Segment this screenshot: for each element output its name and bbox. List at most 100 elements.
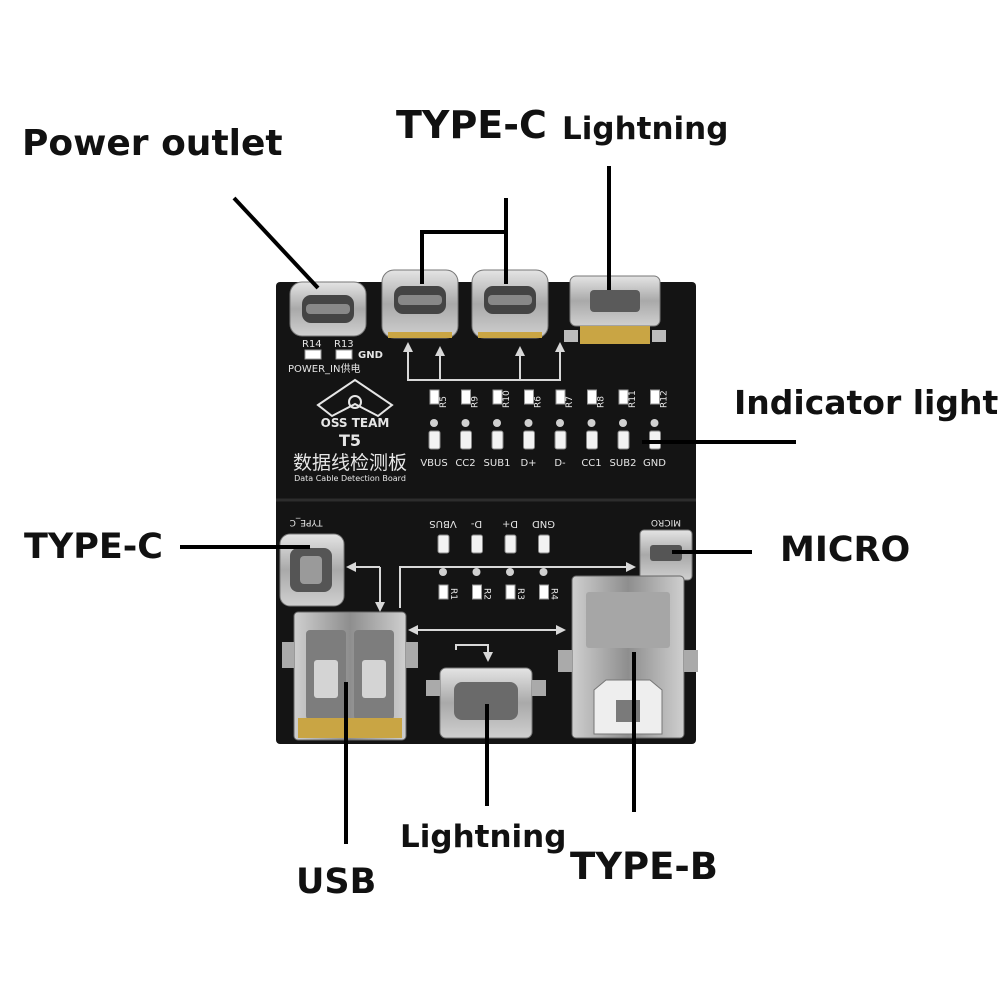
top-trace-lines	[407, 345, 561, 381]
power-in-label: POWER_IN供电	[288, 362, 361, 375]
bottom-resistor	[539, 584, 549, 600]
type-c-port-left	[279, 533, 345, 607]
power-outlet-label: Power outlet	[22, 123, 283, 164]
type-c-left-label: TYPE-C	[24, 527, 163, 567]
top-test-point	[430, 419, 438, 427]
bottom-test-point	[506, 568, 514, 576]
top-resistor	[650, 389, 660, 405]
top-test-point	[587, 419, 596, 427]
gnd-label: GND	[358, 350, 383, 361]
top-pin-label: VBUS	[420, 458, 447, 469]
top-test-point	[619, 419, 627, 427]
type-b-label: TYPE-B	[570, 845, 718, 888]
top-pin-label: SUB1	[484, 458, 511, 469]
top-indicator-led	[460, 430, 472, 450]
r14-resistor	[304, 349, 322, 360]
top-resistor	[555, 389, 566, 405]
top-test-point	[493, 419, 501, 427]
top-resistor-label: R12	[660, 390, 670, 408]
bottom-test-point	[439, 568, 447, 576]
top-resistor	[429, 389, 440, 405]
usb-a-port	[282, 611, 418, 741]
bottom-trace-arrowheads	[346, 562, 636, 662]
bottom-resistor	[505, 584, 516, 600]
top-test-point	[524, 419, 533, 427]
bottom-resistor-label: R4	[549, 588, 559, 600]
r14-label: R14	[302, 339, 322, 350]
lightning-port-top	[564, 275, 666, 344]
type-c-port-top-2	[471, 269, 549, 339]
top-resistor	[492, 389, 503, 405]
top-pin-label: GND	[643, 458, 666, 469]
model-label: T5	[339, 431, 361, 450]
bottom-resistor-row: R1 R2 R3 R4	[438, 584, 559, 600]
brand-label: OSS TEAM	[321, 416, 390, 430]
bottom-pin-label: D+	[502, 518, 518, 529]
bottom-resistor	[438, 584, 449, 600]
bottom-resistor	[472, 584, 482, 600]
usb-type-b-port	[558, 575, 698, 739]
top-test-point	[461, 419, 470, 427]
bottom-pin-label: GND	[532, 518, 555, 529]
top-indicator-led	[586, 430, 598, 450]
indicator-light-label: Indicator light	[734, 383, 999, 422]
type-c-top-label: TYPE-C	[396, 103, 547, 147]
top-indicator-led	[491, 430, 504, 450]
bottom-test-point	[539, 568, 548, 576]
bottom-pin-label: D-	[470, 518, 482, 529]
bottom-indicator-led	[471, 534, 483, 554]
bottom-resistor-label: R1	[448, 588, 458, 600]
top-resistor	[461, 389, 471, 405]
bottom-resistor-label: R2	[482, 588, 492, 600]
lightning-port-bottom	[426, 667, 546, 739]
bottom-resistor-label: R3	[515, 588, 525, 600]
top-trace-arrowheads	[403, 342, 565, 356]
bottom-indicator-led	[538, 534, 550, 554]
bottom-indicator-row: VBUS D- D+ GND	[429, 518, 555, 576]
bottom-pin-label: VBUS	[429, 518, 456, 529]
top-resistor-row: R5 R9 R10 R6 R7 R8 R11 R12	[429, 389, 670, 408]
r13-label: R13	[334, 339, 354, 350]
top-test-point	[650, 419, 659, 427]
top-resistor-label: R6	[534, 396, 544, 408]
power-outlet-leader	[232, 196, 320, 290]
bottom-test-point	[472, 568, 481, 576]
oss-team-logo	[316, 378, 394, 418]
top-indicator-led	[617, 430, 630, 450]
type-c-port-top-1	[381, 269, 459, 339]
micro-label: MICRO	[780, 530, 911, 570]
top-resistor-label: R8	[597, 396, 607, 408]
top-indicator-led	[554, 430, 567, 450]
top-resistor-label: R10	[502, 390, 512, 408]
top-indicator-led	[523, 430, 535, 450]
top-indicator-led	[428, 430, 441, 450]
top-resistor	[524, 389, 534, 405]
top-resistor-label: R9	[471, 396, 481, 408]
board-subtitle: Data Cable Detection Board	[294, 474, 406, 483]
top-pin-label: D+	[520, 458, 536, 469]
r13-resistor	[335, 349, 353, 360]
bottom-indicator-led	[504, 534, 517, 554]
type-c-top-leader	[420, 230, 508, 284]
board-title-cn: 数据线检测板	[293, 452, 407, 474]
top-pin-label: CC2	[455, 458, 475, 469]
top-resistor-label: R5	[439, 396, 449, 408]
top-resistor-label: R11	[628, 390, 638, 408]
bottom-indicator-led	[437, 534, 450, 554]
top-indicator-row: VBUS CC2 SUB1 D+ D- CC1 SUB2 GND	[420, 419, 666, 469]
type-c-port-label: TYPE_C	[290, 517, 324, 527]
top-pin-label: CC1	[581, 458, 601, 469]
top-pin-label: D-	[554, 458, 566, 469]
top-pin-label: SUB2	[610, 458, 637, 469]
lightning-top-label: Lightning	[562, 111, 729, 147]
top-resistor	[618, 389, 629, 405]
top-test-point	[556, 419, 564, 427]
callout-lines	[180, 166, 796, 844]
micro-port-label: MICRO	[651, 517, 681, 527]
power-type-c-port	[289, 281, 367, 337]
top-resistor	[587, 389, 597, 405]
micro-usb-port	[639, 529, 693, 581]
lightning-bottom-label: Lightning	[400, 819, 567, 855]
top-resistor-label: R7	[565, 396, 575, 408]
